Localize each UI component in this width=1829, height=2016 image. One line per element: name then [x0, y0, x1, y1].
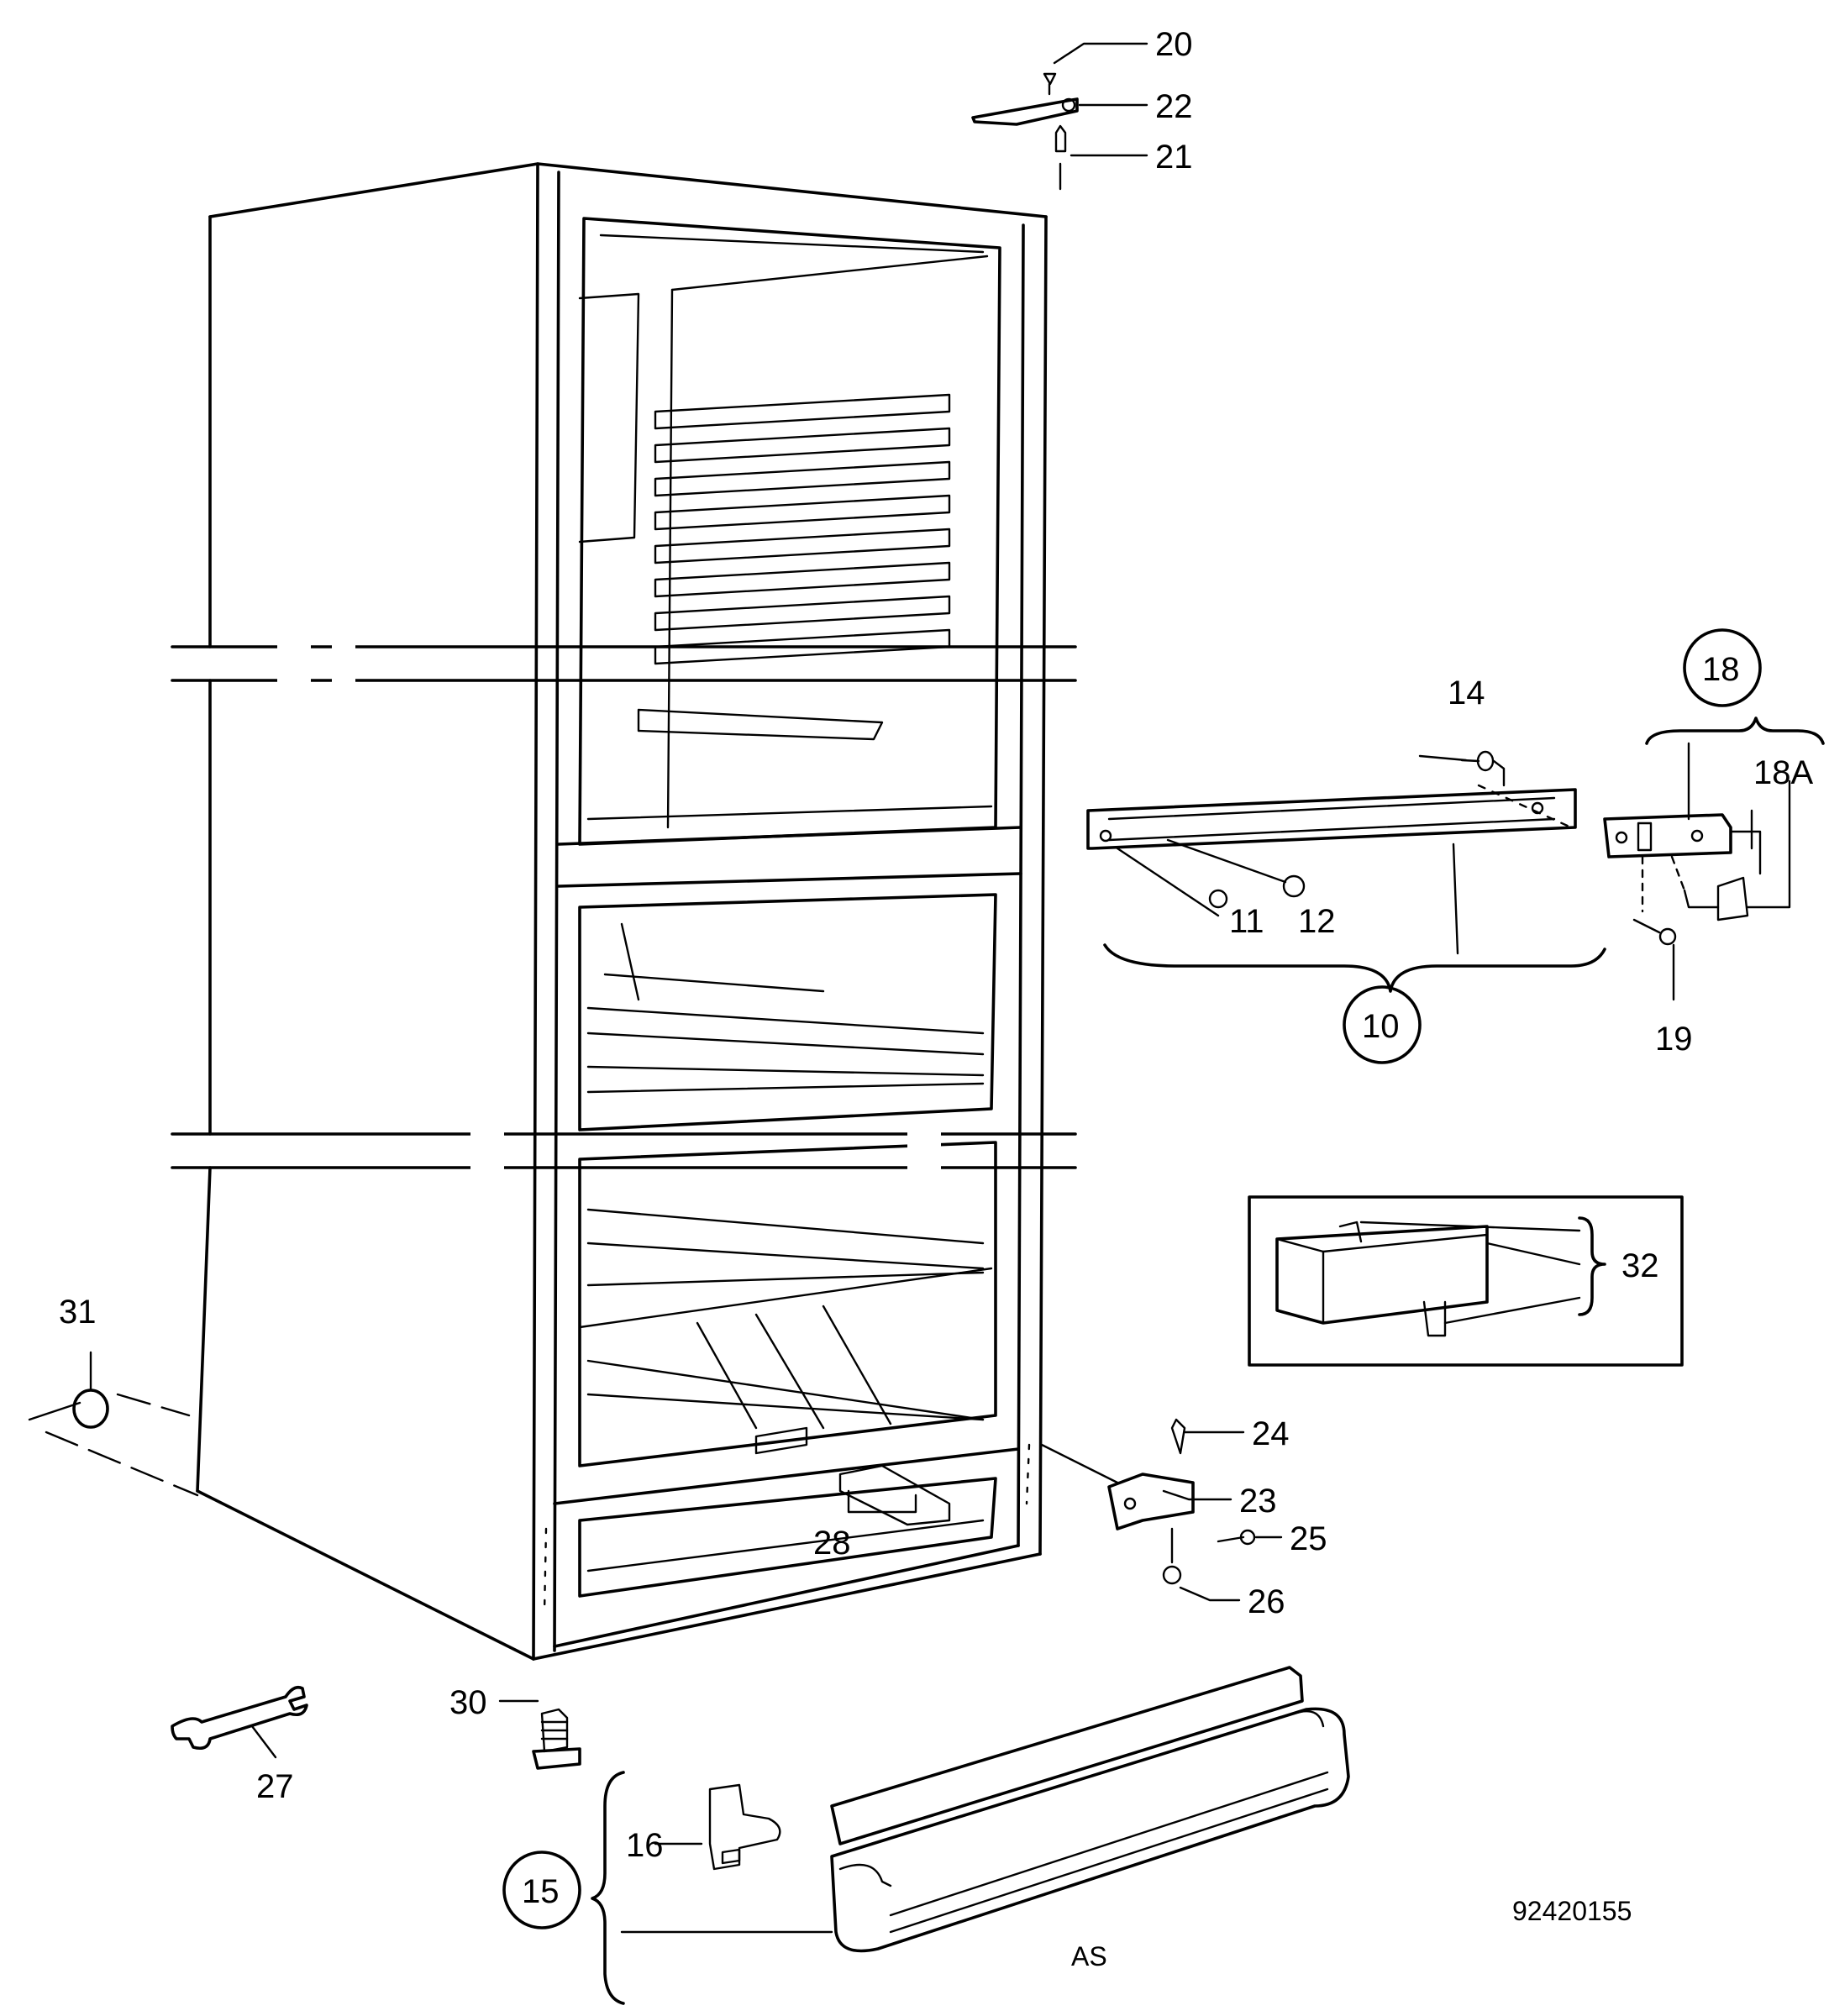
door-shelf-assembly-15	[502, 1666, 1350, 2005]
top-compartment-ribs	[586, 393, 993, 821]
door-channel-assembly	[1086, 750, 1606, 1064]
label-23: 23	[1239, 1483, 1277, 1520]
label-18a: 18A	[1753, 754, 1813, 791]
label-18: 18	[1702, 651, 1740, 688]
label-20: 20	[1155, 26, 1193, 63]
foot-31	[28, 1351, 199, 1497]
middle-shelves	[586, 922, 985, 1094]
label-25: 25	[1290, 1520, 1327, 1557]
label-as: AS	[1071, 1941, 1107, 1971]
leader-28	[847, 1489, 917, 1514]
cabinet	[196, 162, 1048, 1661]
inset-box-32	[1248, 1195, 1684, 1367]
hinge-assembly-18	[1603, 628, 1825, 1001]
label-11: 11	[1229, 903, 1264, 940]
label-32: 32	[1621, 1247, 1659, 1284]
label-21: 21	[1155, 139, 1193, 176]
bottom-hinge-assembly	[1040, 1418, 1283, 1602]
wrench-27	[171, 1685, 308, 1759]
label-30: 30	[449, 1684, 487, 1721]
break-lines	[171, 638, 1077, 1176]
label-16: 16	[626, 1827, 664, 1864]
label-31: 31	[59, 1294, 97, 1331]
label-19: 19	[1655, 1021, 1693, 1058]
label-15: 15	[522, 1873, 560, 1910]
label-24: 24	[1252, 1415, 1290, 1452]
lower-shelves	[578, 1208, 993, 1430]
label-26: 26	[1248, 1583, 1285, 1620]
label-28: 28	[813, 1525, 851, 1562]
label-12: 12	[1298, 903, 1336, 940]
label-22: 22	[1155, 88, 1193, 125]
label-10: 10	[1362, 1008, 1400, 1045]
top-hinge-assembly	[971, 42, 1148, 191]
drawing-code: 92420155	[1512, 1896, 1632, 1926]
label-27: 27	[256, 1768, 294, 1805]
label-14: 14	[1448, 675, 1485, 711]
leveling-foot-30	[498, 1699, 581, 1770]
